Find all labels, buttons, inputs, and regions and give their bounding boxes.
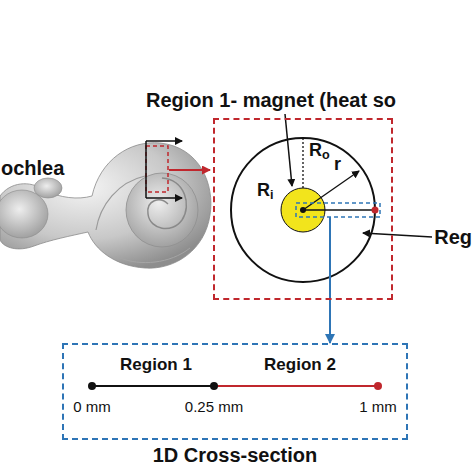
section-arrow [329, 300, 331, 343]
dimension-label: 1 mm [359, 398, 397, 415]
radius-label: r [334, 154, 341, 175]
inner-radius-label: Ri [257, 180, 274, 203]
region-label: Reg [434, 226, 472, 249]
region-name: Region 2 [264, 355, 336, 375]
dimension-label: 0 mm [73, 398, 111, 415]
cross-section-box: RoRi r [213, 118, 393, 300]
region-name: Region 1 [120, 355, 192, 375]
section-title: 1D Cross-section [153, 444, 318, 467]
dimension-label: 0.25 mm [185, 398, 243, 415]
outer-radius-label: Ro [309, 140, 330, 163]
magnet-label: Region 1- magnet (heat so [146, 89, 396, 112]
one-d-section-box: 1D Cross-section [62, 343, 408, 440]
cochlea-label: ochlea [1, 157, 64, 180]
